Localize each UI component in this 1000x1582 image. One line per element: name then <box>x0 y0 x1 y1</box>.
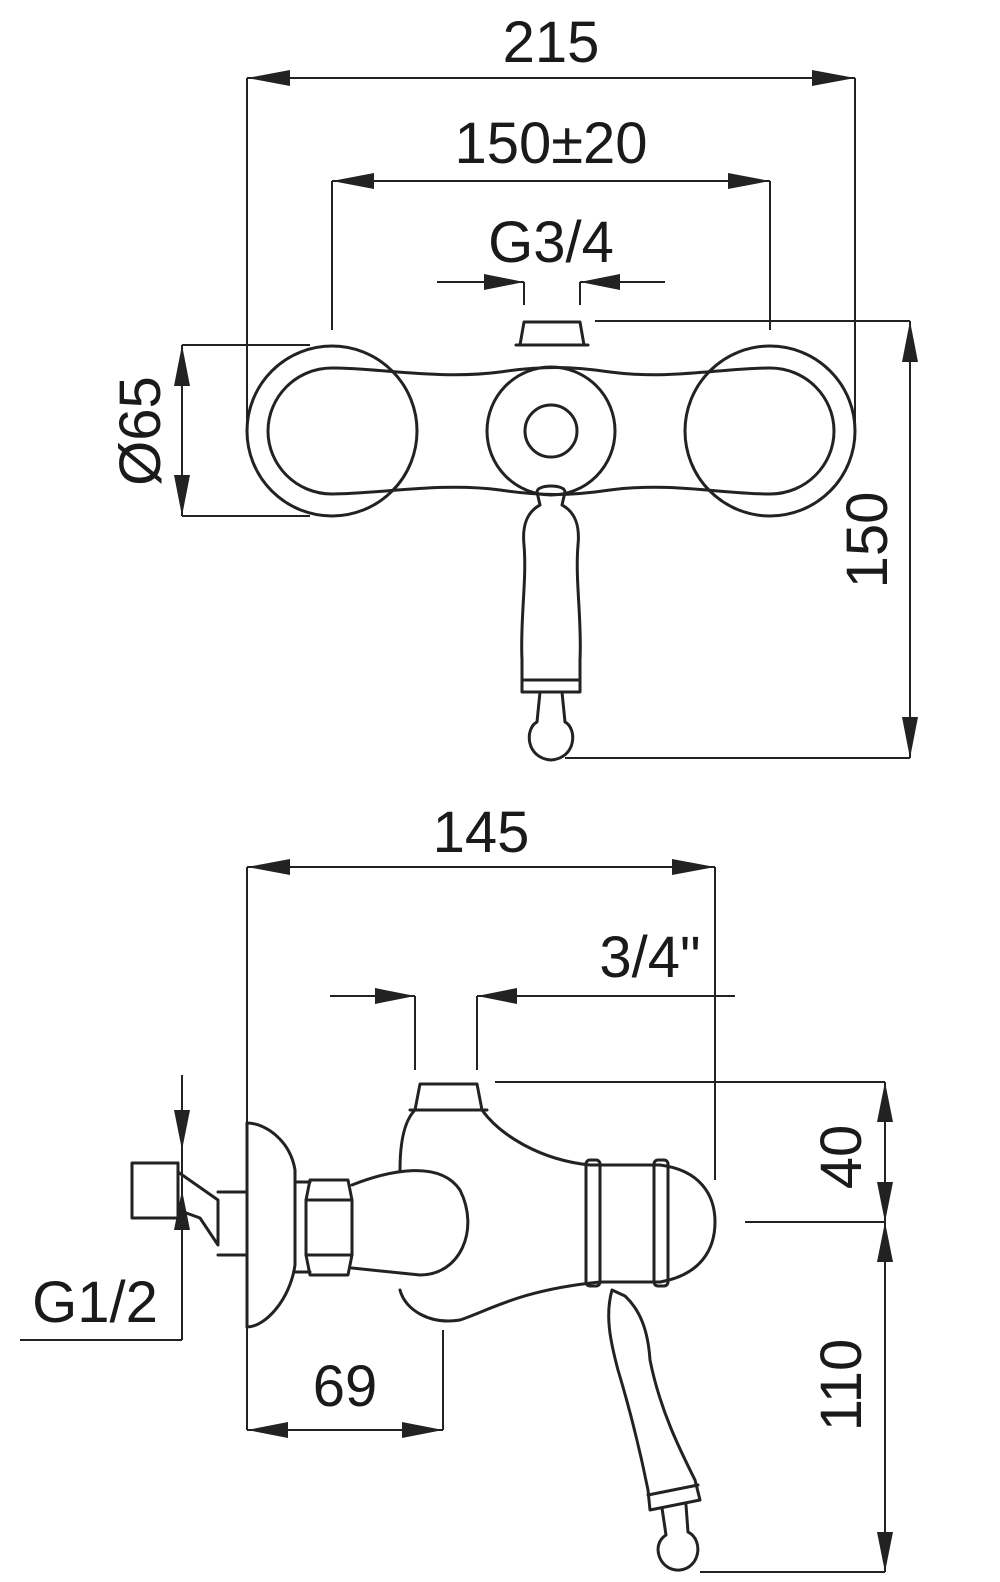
dim-g12: G1/2 <box>32 1075 190 1340</box>
side-lever-handle <box>607 1288 702 1512</box>
top-fixture <box>245 320 857 762</box>
dim-34in: 3/4" <box>330 925 735 1004</box>
top-lever-knob <box>527 690 575 762</box>
top-view: 215 150±20 G3/4 Ø65 150 <box>108 10 918 762</box>
dim-150pm20: 150±20 <box>332 111 770 189</box>
dim-150-height-label: 150 <box>835 492 900 589</box>
dim-69: 69 <box>247 1354 443 1438</box>
dim-diameter-65: Ø65 <box>108 345 190 516</box>
top-lever-handle <box>520 484 582 694</box>
top-extension-lines <box>182 78 910 759</box>
dim-40-label: 40 <box>809 1125 874 1190</box>
dim-g12-label: G1/2 <box>32 1270 158 1335</box>
dim-215-label: 215 <box>503 10 600 75</box>
dim-145-label: 145 <box>433 800 530 865</box>
side-view: 145 3/4" 40 110 69 <box>20 800 893 1573</box>
dim-34in-label: 3/4" <box>599 925 700 990</box>
side-fixture <box>130 1082 717 1572</box>
dim-g34-top: G3/4 <box>437 210 665 290</box>
top-outlet-nipple <box>518 320 586 347</box>
hex-nut <box>304 1178 354 1277</box>
cartridge-cap <box>523 403 579 459</box>
mixer-body-side <box>398 1082 717 1323</box>
dim-69-label: 69 <box>313 1354 378 1419</box>
body-band-left <box>584 1158 602 1288</box>
dim-110-label: 110 <box>809 1339 874 1431</box>
wall-flange <box>245 1121 297 1329</box>
dim-150pm20-label: 150±20 <box>454 111 647 176</box>
s-union-fitting <box>130 1161 180 1220</box>
mixer-body-outline <box>266 366 836 496</box>
side-lever-knob <box>656 1503 700 1572</box>
body-band-right <box>652 1158 670 1288</box>
dim-g34-label: G3/4 <box>488 210 614 275</box>
dim-150-height: 150 <box>835 321 918 758</box>
left-flange-outer <box>245 344 419 518</box>
dim-145: 145 <box>247 800 715 875</box>
right-flange-outer <box>683 344 857 518</box>
inlet-arm <box>293 1169 470 1277</box>
dim-40: 40 <box>809 1082 893 1222</box>
dim-diameter-65-label: Ø65 <box>108 376 173 486</box>
dim-215: 215 <box>247 10 855 86</box>
dim-110: 110 <box>809 1222 893 1572</box>
central-hub <box>485 365 617 497</box>
